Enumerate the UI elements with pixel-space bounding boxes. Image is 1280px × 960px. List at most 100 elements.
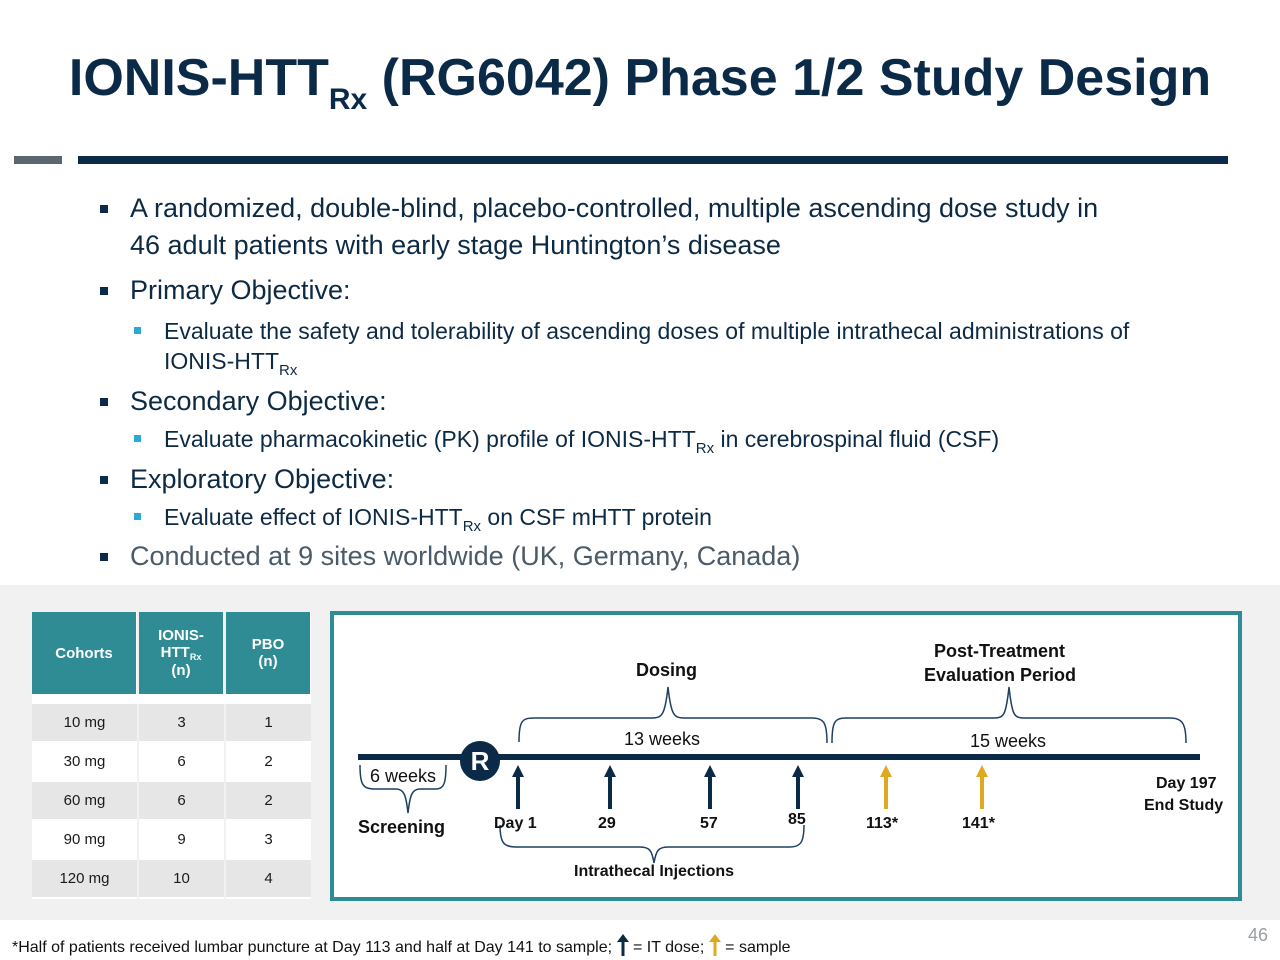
injections-bracket bbox=[499, 824, 805, 864]
bullet-exploratory: Exploratory Objective: bbox=[100, 461, 395, 497]
injections-label: Intrathecal Injections bbox=[574, 863, 735, 880]
subbullet-primary: Evaluate the safety and tolerability of … bbox=[134, 316, 1130, 346]
table-cell-pbo: 1 bbox=[226, 704, 311, 743]
dose-arrow-icon bbox=[512, 765, 524, 809]
table-cell-pbo: 2 bbox=[226, 782, 311, 821]
randomization-badge: R bbox=[460, 741, 500, 781]
table-cell-ionis: 3 bbox=[139, 704, 224, 743]
bullet-intro-line2: 46 adult patients with early stage Hunti… bbox=[130, 230, 781, 260]
subbullet-square-icon bbox=[134, 513, 141, 520]
day-label: 85 bbox=[788, 811, 806, 828]
subbullet-primary-subscript: Rx bbox=[279, 362, 298, 379]
header-ionis: IONIS- HTTRx (n) bbox=[139, 612, 224, 694]
table-cell-cohort: 90 mg bbox=[32, 821, 137, 860]
table-cell-ionis: 10 bbox=[139, 860, 224, 899]
bullet-exploratory-text: Exploratory Objective: bbox=[130, 464, 395, 494]
screening-bracket bbox=[359, 764, 447, 814]
title-main: IONIS-HTT bbox=[68, 49, 329, 107]
sample-arrow-icon bbox=[708, 934, 721, 956]
dosing-label: Dosing bbox=[636, 660, 697, 680]
day-label: 57 bbox=[700, 815, 718, 832]
table-cell-cohort: 60 mg bbox=[32, 782, 137, 821]
sample-legend-text: = sample bbox=[725, 939, 791, 956]
table-cell-pbo: 4 bbox=[226, 860, 311, 899]
subbullet-secondary-b: in cerebrospinal fluid (CSF) bbox=[714, 426, 1000, 452]
bullet-secondary-text: Secondary Objective: bbox=[130, 386, 387, 416]
page-number: 46 bbox=[1247, 925, 1268, 945]
bullet-sites: Conducted at 9 sites worldwide (UK, Germ… bbox=[100, 538, 801, 574]
day-label: 141* bbox=[962, 815, 995, 832]
title-rule-short bbox=[14, 156, 62, 164]
table-cell-ionis: 6 bbox=[139, 782, 224, 821]
bullet-primary-text: Primary Objective: bbox=[130, 275, 351, 305]
subbullet-primary-line1: Evaluate the safety and tolerability of … bbox=[164, 318, 1130, 344]
bullet-square-icon bbox=[100, 205, 108, 213]
post-treatment-bracket bbox=[831, 686, 1187, 744]
table-cell-cohort: 10 mg bbox=[32, 704, 137, 743]
day-label: Day 1 bbox=[494, 815, 537, 832]
bullet-list: A randomized, double-blind, placebo-cont… bbox=[100, 190, 1130, 574]
post-duration: 15 weeks bbox=[970, 731, 1047, 751]
subbullet-secondary: Evaluate pharmacokinetic (PK) profile of… bbox=[134, 424, 1000, 464]
bullet-intro-line1: A randomized, double-blind, placebo-cont… bbox=[130, 193, 1099, 223]
subbullet-exploratory-b: on CSF mHTT protein bbox=[481, 504, 712, 530]
bullet-intro: A randomized, double-blind, placebo-cont… bbox=[100, 190, 1099, 226]
dose-arrow-icon bbox=[604, 765, 616, 809]
footnote-text: *Half of patients received lumbar punctu… bbox=[12, 939, 613, 956]
subbullet-exploratory-subscript: Rx bbox=[462, 518, 482, 535]
sample-arrow-icon bbox=[976, 765, 988, 809]
sample-arrow-icon bbox=[880, 765, 892, 809]
subbullet-secondary-a: Evaluate pharmacokinetic (PK) profile of… bbox=[164, 426, 696, 452]
header-pbo: PBO (n) bbox=[226, 612, 311, 694]
subbullet-exploratory: Evaluate effect of IONIS-HTTRx on CSF mH… bbox=[134, 502, 712, 542]
bullet-secondary: Secondary Objective: bbox=[100, 383, 387, 419]
dose-arrow-icon bbox=[704, 765, 716, 809]
title-subscript: Rx bbox=[328, 83, 368, 116]
subbullet-square-icon bbox=[134, 327, 141, 334]
subbullet-primary-line2: IONIS-HTT bbox=[164, 348, 279, 374]
post-treatment-label-2: Evaluation Period bbox=[924, 665, 1077, 685]
header-spacer bbox=[32, 694, 311, 704]
day-label: 113* bbox=[866, 815, 899, 832]
bullet-primary: Primary Objective: bbox=[100, 272, 351, 308]
dosing-duration: 13 weeks bbox=[624, 729, 701, 749]
bullet-square-icon bbox=[100, 553, 108, 561]
end-study-label: End Study bbox=[1144, 797, 1224, 814]
subbullet-primary-continued: IONIS-HTTRx bbox=[164, 346, 297, 386]
table-cell-ionis: 6 bbox=[139, 743, 224, 782]
bullet-sites-text: Conducted at 9 sites worldwide (UK, Germ… bbox=[130, 541, 801, 571]
dose-arrow-icon bbox=[792, 765, 804, 809]
table-cell-cohort: 120 mg bbox=[32, 860, 137, 899]
title-rule-long bbox=[78, 156, 1228, 164]
table-cell-cohort: 30 mg bbox=[32, 743, 137, 782]
screening-label: Screening bbox=[358, 817, 446, 837]
bullet-intro-continued: 46 adult patients with early stage Hunti… bbox=[130, 227, 781, 263]
arrow-group bbox=[512, 765, 988, 809]
post-treatment-label-1: Post-Treatment bbox=[934, 641, 1066, 661]
subbullet-square-icon bbox=[134, 435, 141, 442]
table-cell-pbo: 2 bbox=[226, 743, 311, 782]
title-rest: (RG6042) Phase 1/2 Study Design bbox=[367, 49, 1212, 107]
dosing-bracket bbox=[518, 686, 828, 744]
subbullet-secondary-subscript: Rx bbox=[695, 440, 715, 457]
end-day-label: Day 197 bbox=[1156, 775, 1217, 792]
bullet-square-icon bbox=[100, 398, 108, 406]
bullet-square-icon bbox=[100, 287, 108, 295]
screening-duration: 6 weeks bbox=[370, 766, 437, 786]
header-cohorts: Cohorts bbox=[32, 612, 137, 694]
subbullet-exploratory-a: Evaluate effect of IONIS-HTT bbox=[164, 504, 463, 530]
table-cell-pbo: 3 bbox=[226, 821, 311, 860]
footnote: *Half of patients received lumbar punctu… bbox=[12, 934, 791, 957]
day-label: 29 bbox=[598, 815, 616, 832]
bullet-square-icon bbox=[100, 476, 108, 484]
slide-title: IONIS-HTTRx (RG6042) Phase 1/2 Study Des… bbox=[0, 48, 1280, 117]
dose-legend-text: = IT dose; bbox=[632, 939, 705, 956]
dose-arrow-icon bbox=[616, 934, 629, 956]
